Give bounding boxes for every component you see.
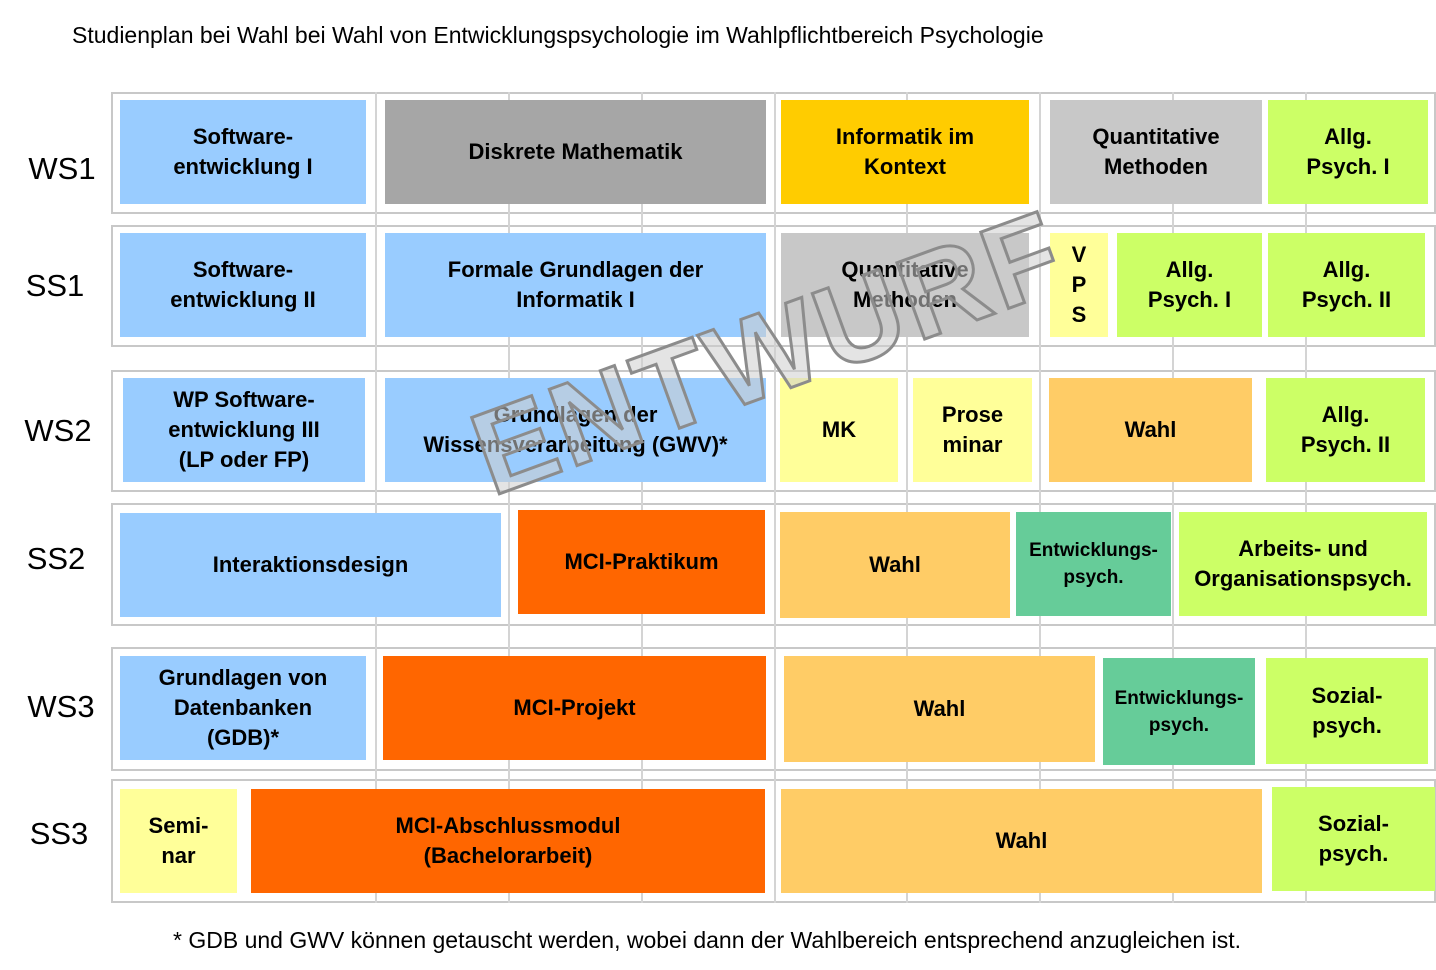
module-softwareentwicklung-2: Software- entwicklung II	[120, 233, 366, 337]
module-entwicklungspsych: Entwicklungs- psych.	[1016, 512, 1171, 616]
grid-divider	[906, 92, 908, 903]
module-quantitative-methoden: Quantitative Methoden	[781, 233, 1029, 337]
module-wahl: Wahl	[784, 656, 1095, 762]
grid-divider	[641, 92, 643, 903]
page-title: Studienplan bei Wahl bei Wahl von Entwic…	[72, 22, 1044, 48]
module-diskrete-mathematik: Diskrete Mathematik	[385, 100, 766, 204]
semester-label-ws3: WS3	[27, 689, 95, 724]
module-arbeits-organisationspsych: Arbeits- und Organisationspsych.	[1179, 512, 1427, 616]
module-sozialpsych: Sozial- psych.	[1266, 658, 1428, 764]
module-wp-softwareentwicklung-3: WP Software- entwicklung III (LP oder FP…	[123, 378, 365, 482]
footnote: * GDB und GWV können getauscht werden, w…	[173, 927, 1242, 953]
module-mci-abschlussmodul: MCI-Abschlussmodul (Bachelorarbeit)	[251, 789, 765, 893]
grid-divider	[774, 92, 776, 903]
module-wahl: Wahl	[781, 789, 1262, 893]
grid-divider	[1172, 92, 1174, 903]
semester-label-ss2: SS2	[26, 541, 86, 576]
module-formale-grundlagen: Formale Grundlagen der Informatik I	[385, 233, 766, 337]
semester-label-ss1: SS1	[25, 268, 85, 303]
grid-divider	[375, 92, 377, 903]
semester-label-ws1: WS1	[28, 151, 96, 186]
module-interaktionsdesign: Interaktionsdesign	[120, 513, 501, 617]
grid-divider	[1039, 92, 1041, 903]
module-allg-psych-2: Allg. Psych. II	[1268, 233, 1425, 337]
module-mci-projekt: MCI-Projekt	[383, 656, 766, 760]
grid-divider	[1305, 92, 1307, 903]
module-proseminar: Prose minar	[913, 378, 1032, 482]
semester-label-ss3: SS3	[29, 816, 89, 851]
module-softwareentwicklung-1: Software- entwicklung I	[120, 100, 366, 204]
module-quantitative-methoden: Quantitative Methoden	[1050, 100, 1262, 204]
semester-label-ws2: WS2	[24, 413, 92, 448]
module-allg-psych-1: Allg. Psych. I	[1117, 233, 1262, 337]
module-informatik-im-kontext: Informatik im Kontext	[781, 100, 1029, 204]
grid-divider	[508, 92, 510, 903]
module-sozialpsych: Sozial- psych.	[1272, 787, 1435, 891]
module-seminar: Semi- nar	[120, 789, 237, 893]
module-vps: V P S	[1050, 233, 1108, 337]
module-wahl: Wahl	[1049, 378, 1252, 482]
module-entwicklungspsych: Entwicklungs- psych.	[1103, 658, 1255, 765]
module-mk: MK	[780, 378, 898, 482]
module-gdb: Grundlagen von Datenbanken (GDB)*	[120, 656, 366, 760]
module-mci-praktikum: MCI-Praktikum	[518, 510, 765, 614]
module-allg-psych-2: Allg. Psych. II	[1266, 378, 1425, 482]
module-allg-psych-1: Allg. Psych. I	[1268, 100, 1428, 204]
module-wahl: Wahl	[780, 512, 1010, 618]
module-gwv: Grundlagen der Wissensverarbeitung (GWV)…	[385, 378, 766, 482]
